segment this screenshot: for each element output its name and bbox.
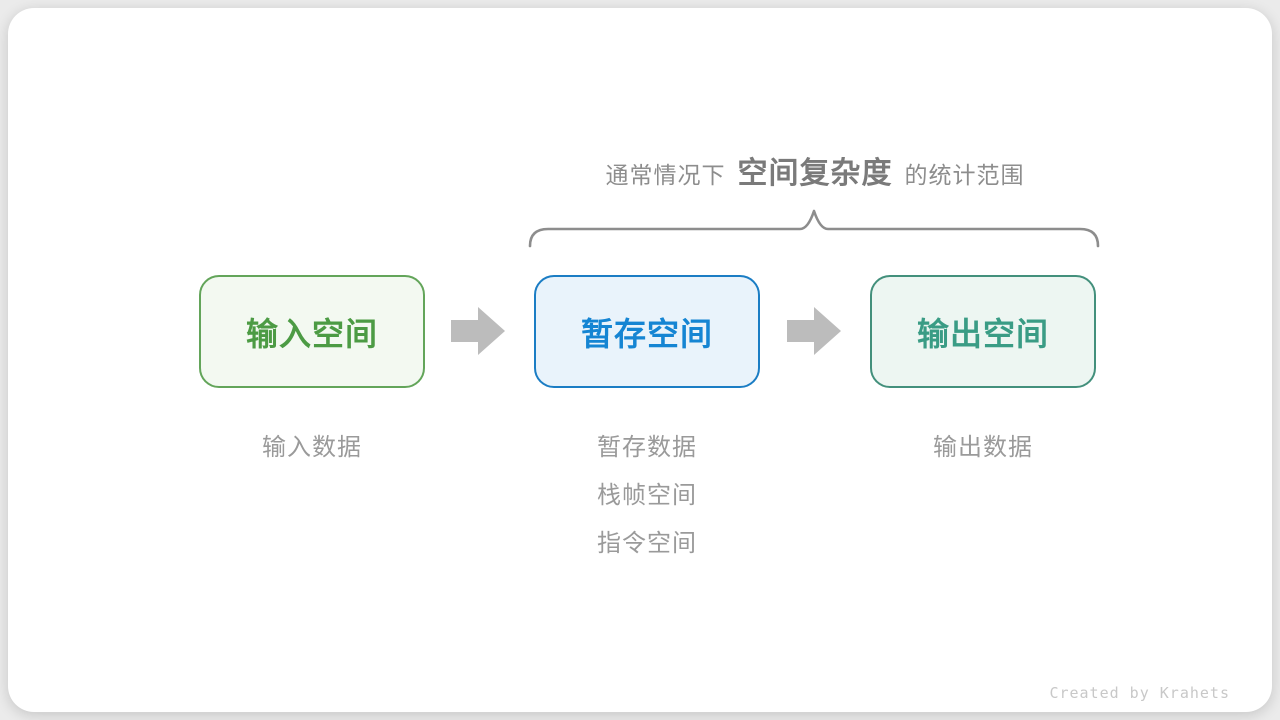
box-input-space: 输入空间 xyxy=(199,275,425,388)
note-stack-frame-space: 栈帧空间 xyxy=(597,482,697,509)
box-input-space-label: 输入空间 xyxy=(245,315,378,352)
diagram-title: 通常情况下 空间复杂度 的统计范围 xyxy=(530,148,1100,194)
title-suffix: 的统计范围 xyxy=(904,162,1025,188)
title-prefix: 通常情况下 xyxy=(605,162,726,188)
temp-space-notes: 暂存数据 栈帧空间 指令空间 xyxy=(534,424,760,568)
arrow-right-icon xyxy=(787,307,841,355)
note-instruction-space: 指令空间 xyxy=(597,530,697,557)
input-space-notes: 输入数据 xyxy=(199,424,425,472)
curly-brace-icon xyxy=(528,209,1100,248)
note-temp-data: 暂存数据 xyxy=(597,434,697,461)
box-temp-space: 暂存空间 xyxy=(534,275,760,388)
box-output-space-label: 输出空间 xyxy=(916,315,1049,352)
credit-text: Created by Krahets xyxy=(1049,684,1230,702)
note-input-data: 输入数据 xyxy=(262,434,362,461)
title-emphasis: 空间复杂度 xyxy=(737,157,893,190)
note-output-data: 输出数据 xyxy=(933,434,1033,461)
output-space-notes: 输出数据 xyxy=(870,424,1096,472)
diagram-card: 通常情况下 空间复杂度 的统计范围 输入空间 暂存空间 输出空间 输入数据 暂存… xyxy=(8,8,1272,712)
arrow-right-icon xyxy=(451,307,505,355)
box-temp-space-label: 暂存空间 xyxy=(580,315,713,352)
box-output-space: 输出空间 xyxy=(870,275,1096,388)
